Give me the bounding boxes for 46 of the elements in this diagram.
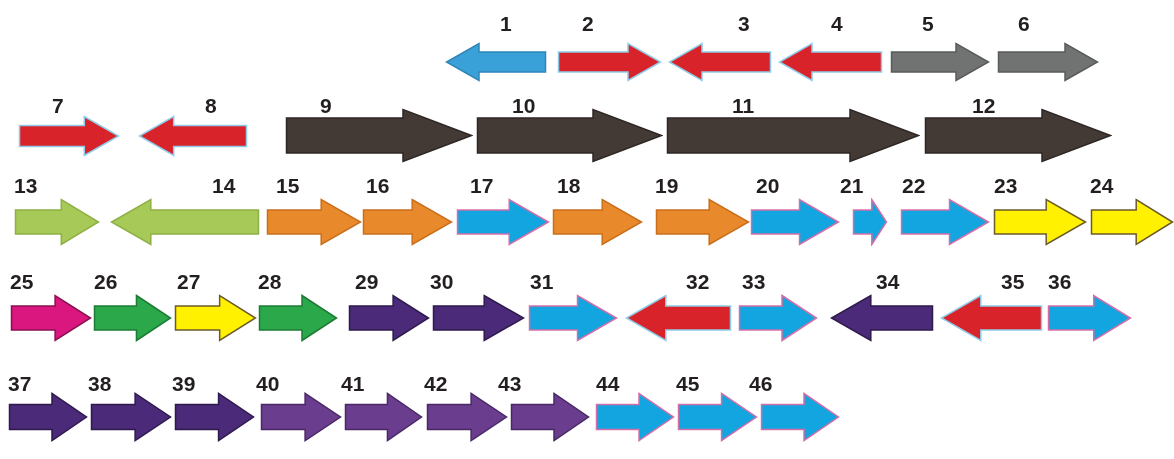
gene-number: 39 bbox=[172, 372, 196, 396]
gene-number: 31 bbox=[530, 270, 554, 294]
gene-number: 43 bbox=[498, 372, 522, 396]
gene-number: 21 bbox=[840, 174, 864, 198]
gene-number: 23 bbox=[994, 174, 1018, 198]
gene-number: 35 bbox=[1001, 270, 1025, 294]
gene-number: 9 bbox=[320, 94, 332, 118]
gene-number: 33 bbox=[742, 270, 766, 294]
gene-number: 24 bbox=[1090, 174, 1114, 198]
gene-number: 34 bbox=[876, 270, 900, 294]
gene-number: 45 bbox=[676, 372, 700, 396]
gene-number: 10 bbox=[512, 94, 536, 118]
gene-number: 7 bbox=[52, 94, 64, 118]
gene-number: 5 bbox=[922, 12, 934, 36]
gene-number: 8 bbox=[205, 94, 217, 118]
gene-number: 17 bbox=[470, 174, 494, 198]
gene-number: 13 bbox=[14, 174, 38, 198]
gene-number: 2 bbox=[582, 12, 594, 36]
gene-number: 46 bbox=[749, 372, 773, 396]
gene-number: 16 bbox=[366, 174, 390, 198]
gene-number: 15 bbox=[276, 174, 300, 198]
gene-number: 32 bbox=[686, 270, 710, 294]
gene-number: 4 bbox=[831, 12, 843, 36]
gene-number: 3 bbox=[738, 12, 750, 36]
gene-number: 1 bbox=[500, 12, 512, 36]
gene-number: 30 bbox=[430, 270, 454, 294]
gene-number: 18 bbox=[557, 174, 581, 198]
gene-number: 44 bbox=[596, 372, 620, 396]
gene-number: 37 bbox=[8, 372, 32, 396]
gene-number: 28 bbox=[258, 270, 282, 294]
gene-number: 22 bbox=[902, 174, 926, 198]
gene-number: 6 bbox=[1018, 12, 1030, 36]
gene-number: 27 bbox=[177, 270, 201, 294]
gene-number: 11 bbox=[732, 94, 755, 118]
gene-number: 40 bbox=[256, 372, 280, 396]
gene-number: 42 bbox=[424, 372, 448, 396]
gene-number: 14 bbox=[212, 174, 236, 198]
gene-number: 25 bbox=[10, 270, 34, 294]
gene-number: 36 bbox=[1048, 270, 1072, 294]
gene-number: 26 bbox=[94, 270, 118, 294]
gene-number: 38 bbox=[88, 372, 112, 396]
gene-number: 19 bbox=[655, 174, 679, 198]
gene-number: 20 bbox=[756, 174, 780, 198]
gene-number: 12 bbox=[972, 94, 996, 118]
gene-number: 29 bbox=[355, 270, 379, 294]
gene-number: 41 bbox=[341, 372, 365, 396]
